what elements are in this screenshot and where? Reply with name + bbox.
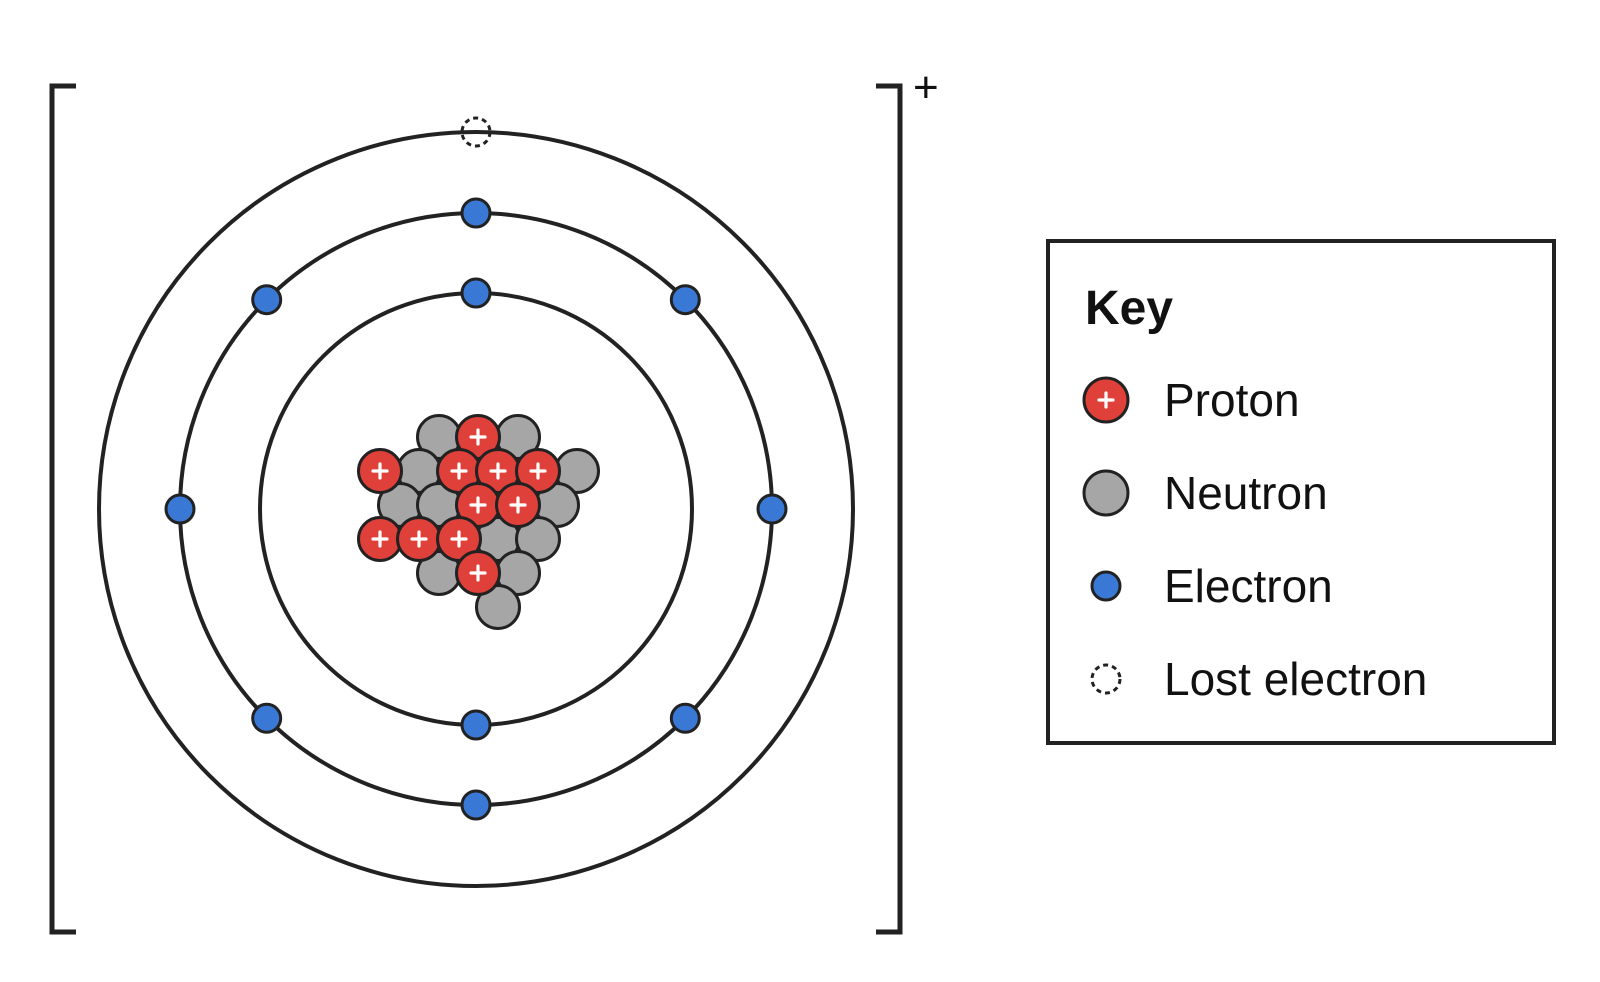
plus-icon — [529, 462, 547, 480]
legend-label-neutron: Neutron — [1164, 467, 1328, 519]
legend-title: Key — [1085, 282, 1173, 335]
proton — [357, 448, 403, 494]
plus-icon — [450, 530, 468, 548]
electrons — [164, 116, 788, 821]
lost-electron-icon — [1090, 663, 1122, 695]
electron — [460, 709, 492, 741]
left-bracket — [49, 83, 76, 935]
plus-icon — [410, 530, 428, 548]
electron — [460, 277, 492, 309]
neutron — [475, 584, 521, 630]
legend-item-neutron: Neutron — [1082, 467, 1328, 519]
plus-icon — [509, 496, 527, 514]
plus-icon — [469, 496, 487, 514]
proton — [515, 448, 561, 494]
electron — [460, 197, 492, 229]
legend-label-lost-electron: Lost electron — [1164, 653, 1427, 705]
electron — [251, 284, 283, 316]
legend-item-electron: Electron — [1090, 560, 1333, 612]
plus-icon — [450, 462, 468, 480]
electron — [669, 284, 701, 316]
proton — [396, 516, 442, 562]
legend-label-proton: Proton — [1164, 374, 1300, 426]
electron — [669, 702, 701, 734]
plus-icon — [469, 428, 487, 446]
electron — [460, 789, 492, 821]
proton-icon — [1082, 376, 1130, 424]
proton — [495, 482, 541, 528]
legend-item-lost-electron: Lost electron — [1090, 653, 1427, 705]
ion-charge: + — [913, 63, 939, 112]
legend: Key Proton Neutron Electron Lost electro… — [1046, 239, 1556, 745]
plus-icon — [371, 530, 389, 548]
proton — [357, 516, 403, 562]
plus-icon — [489, 462, 507, 480]
plus-icon — [469, 564, 487, 582]
lost-electron — [460, 116, 492, 148]
electron — [251, 702, 283, 734]
legend-box — [1046, 239, 1556, 745]
plus-icon — [371, 462, 389, 480]
electron — [756, 493, 788, 525]
electron — [164, 493, 196, 525]
nucleus — [357, 414, 600, 630]
shell-3 — [97, 130, 855, 888]
electron-icon — [1090, 570, 1122, 602]
right-bracket — [876, 83, 903, 935]
neutron — [515, 516, 561, 562]
proton — [455, 550, 501, 596]
legend-label-electron: Electron — [1164, 560, 1333, 612]
neutron-icon — [1082, 469, 1130, 517]
legend-item-proton: Proton — [1082, 374, 1300, 426]
